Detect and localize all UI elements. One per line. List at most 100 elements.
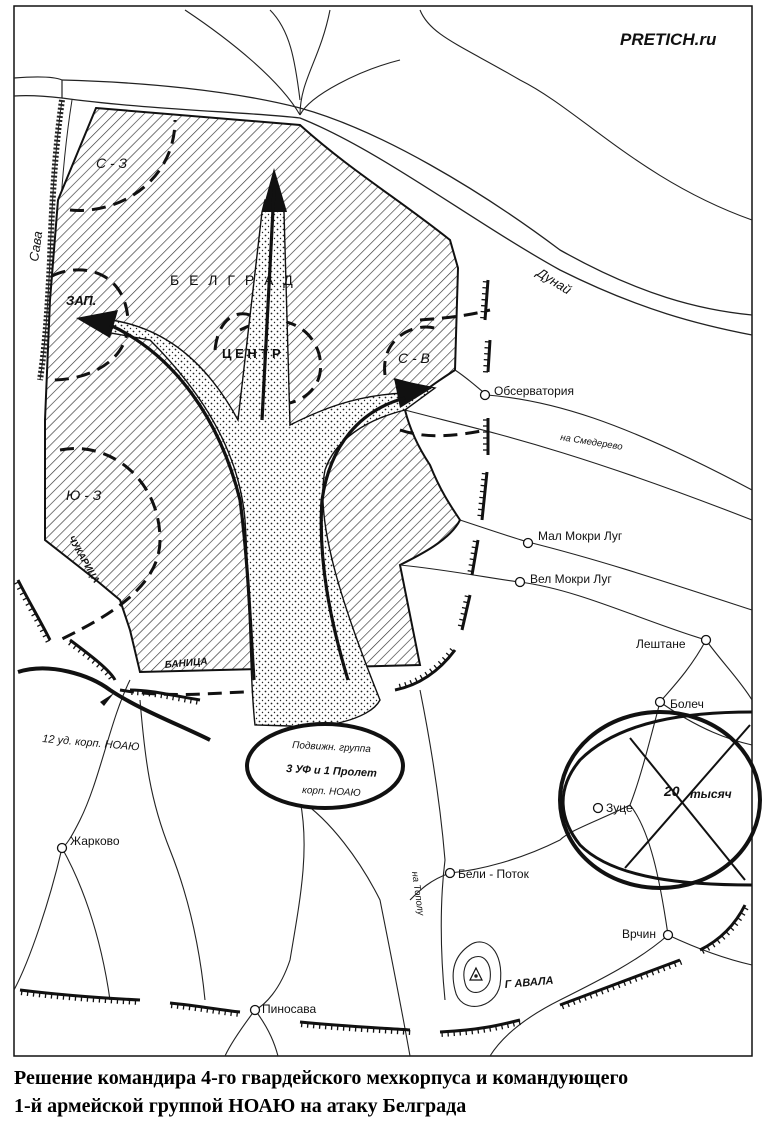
leshtane-dot-icon bbox=[700, 634, 712, 646]
front-tick bbox=[68, 640, 73, 646]
encircled-group bbox=[558, 710, 762, 890]
avala-label: Г АВАЛА bbox=[504, 975, 554, 991]
pinosava-label: Пиносава bbox=[262, 1002, 317, 1016]
front-tick bbox=[483, 1027, 486, 1033]
front-tick bbox=[433, 664, 438, 670]
front-tick bbox=[737, 917, 742, 922]
front-tick bbox=[716, 939, 721, 944]
front-tick bbox=[706, 945, 711, 951]
front-tick bbox=[424, 671, 429, 677]
front-lines bbox=[16, 279, 747, 1034]
front-tick bbox=[651, 970, 655, 976]
city-name: Б Е Л Г Р А Д bbox=[170, 272, 296, 288]
front-tick bbox=[465, 1029, 468, 1036]
front-tick bbox=[464, 595, 470, 598]
attack-arrowheads bbox=[76, 168, 432, 408]
front-tick bbox=[740, 912, 746, 916]
front-tick bbox=[729, 926, 735, 931]
sector-sw-label: Ю - З bbox=[66, 487, 102, 503]
front-tick bbox=[617, 983, 621, 989]
front-tick bbox=[645, 972, 649, 978]
sector-ne-label: С - В bbox=[398, 350, 430, 366]
front-tick bbox=[481, 472, 487, 475]
vrchin-dot-icon bbox=[662, 929, 674, 941]
front-tick bbox=[733, 922, 739, 927]
front-tick bbox=[26, 990, 29, 997]
front-tick bbox=[44, 992, 47, 999]
front-tick bbox=[224, 1010, 227, 1016]
mobile-group-line3: корп. НОАЮ bbox=[302, 785, 361, 799]
front-tick bbox=[42, 634, 48, 638]
front-tick bbox=[701, 948, 705, 954]
front-tick bbox=[518, 1020, 521, 1026]
settlement-markers bbox=[56, 389, 712, 1016]
mal-mokri-lug-dot-icon bbox=[522, 537, 534, 549]
banica-label: БАНИЦА bbox=[164, 656, 208, 671]
front-tick bbox=[566, 1001, 570, 1008]
front-tick bbox=[45, 639, 51, 643]
front-tick bbox=[457, 624, 464, 627]
front-tick bbox=[419, 674, 424, 680]
front-tick bbox=[177, 696, 181, 702]
front-tick bbox=[77, 648, 82, 653]
front-tick bbox=[409, 679, 413, 686]
leshtane-label: Лештане bbox=[636, 637, 686, 651]
front-tick bbox=[404, 681, 407, 688]
front-tick bbox=[460, 612, 466, 616]
front-tick bbox=[721, 935, 726, 940]
front-tick bbox=[160, 693, 163, 699]
front-tick bbox=[467, 570, 473, 573]
front-tick bbox=[463, 601, 469, 604]
front-tick bbox=[600, 989, 604, 995]
front-tick bbox=[189, 698, 192, 704]
front-tick bbox=[656, 968, 660, 974]
front-tick bbox=[38, 992, 41, 998]
front-tick bbox=[36, 623, 42, 627]
observatory-label: Обсерватория bbox=[494, 384, 574, 398]
front-tick bbox=[480, 484, 486, 487]
front-tick bbox=[195, 699, 198, 705]
front-tick bbox=[206, 1007, 209, 1013]
smederevo-road-label: на Смедерево bbox=[560, 432, 624, 453]
front-tick bbox=[414, 677, 419, 683]
summit-triangle-icon bbox=[469, 966, 483, 981]
front-tick bbox=[176, 1003, 179, 1009]
front-tick bbox=[218, 1009, 221, 1015]
sava-label: Сава bbox=[26, 230, 45, 262]
vel-mokri-lug-dot-icon bbox=[514, 576, 526, 588]
front-tick bbox=[594, 991, 598, 997]
front-tick bbox=[166, 694, 169, 700]
sector-nw-label: С - З bbox=[96, 155, 128, 171]
vel-mokri-lug-label: Вел Мокри Луг bbox=[530, 572, 612, 586]
front-tick bbox=[14, 581, 20, 585]
front-tick bbox=[32, 991, 35, 997]
front-tick bbox=[182, 1004, 185, 1010]
front-tick bbox=[100, 666, 105, 672]
front-tick bbox=[679, 959, 683, 965]
main-advance-fan bbox=[88, 199, 437, 728]
front-tick bbox=[461, 606, 468, 610]
front-tick bbox=[479, 490, 485, 493]
front-tick bbox=[20, 990, 23, 996]
front-tick bbox=[87, 655, 92, 661]
front-tick bbox=[172, 695, 175, 701]
front-tick bbox=[662, 966, 666, 972]
front-tick bbox=[82, 651, 87, 657]
encircled-count: 20 bbox=[663, 783, 680, 799]
front-tick bbox=[437, 660, 443, 666]
front-tick bbox=[445, 652, 451, 657]
front-tick bbox=[31, 612, 37, 617]
front-tick bbox=[200, 1006, 203, 1012]
pinosava-dot-icon bbox=[249, 1004, 261, 1016]
front-tick bbox=[16, 586, 22, 591]
front-tick bbox=[623, 980, 627, 987]
mobile-group-ellipse bbox=[245, 722, 405, 810]
roads-south bbox=[13, 679, 446, 1057]
bolech-label: Болеч bbox=[670, 697, 704, 711]
front-tick bbox=[479, 496, 485, 499]
sector-west-label: ЗАП. bbox=[66, 293, 96, 308]
zharkovo-label: Жарково bbox=[70, 834, 120, 848]
front-tick bbox=[148, 691, 151, 697]
corps-12-label: 12 уд. корп. НОАЮ bbox=[42, 733, 140, 753]
